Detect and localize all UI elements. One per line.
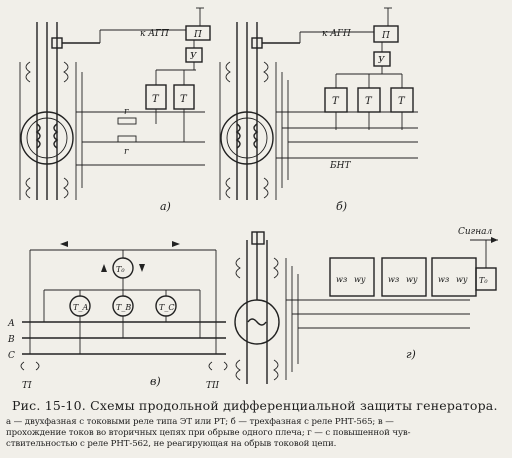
label-k-agp-b: к АГП	[322, 29, 351, 39]
relay-p-b: П	[381, 31, 390, 41]
relay-tc: Т_С	[159, 303, 174, 312]
resistor-label-2: r	[124, 147, 129, 157]
panel-label-b: б)	[336, 200, 347, 213]
phase-label-b: В	[7, 335, 15, 345]
relay-ta: Т_А	[73, 303, 88, 312]
relay-t-b2: Т	[365, 96, 373, 107]
relay-t-a2: Т	[180, 94, 188, 105]
relay-t-a1: Т	[152, 94, 160, 105]
relay-t-b1: Т	[332, 96, 340, 107]
label-signal: Сигнал	[458, 227, 493, 237]
caption-line-3: ствительностью с реле РНТ-562, не реагир…	[6, 439, 337, 449]
winding-wz-3: wз	[438, 275, 449, 284]
protection-schematics: r r Т Т У П к АГП а)	[7, 7, 498, 391]
resistor-label-1: r	[124, 107, 129, 117]
panel-label-v: в)	[150, 375, 161, 388]
relay-tb: Т_В	[116, 303, 131, 312]
relay-t-b3: Т	[398, 96, 406, 107]
figure-caption: Рис. 15-10. Схемы продольной дифференциа…	[6, 398, 506, 450]
winding-wy-3: wу	[456, 275, 468, 284]
label-k-agp-a: к АГП	[140, 29, 169, 39]
phase-label-c: С	[8, 351, 15, 361]
relay-t0-g: Т₀	[479, 276, 488, 285]
caption-line-2: прохождение токов во вторичных цепях при…	[6, 428, 411, 438]
panel-label-a: а)	[160, 200, 171, 213]
label-bnt: БНТ	[329, 161, 351, 171]
winding-wy-2: wу	[406, 275, 418, 284]
winding-wz-2: wз	[388, 275, 399, 284]
panel-v-schematic: А В С Т₀ Т_А Т_В Т_С ТI ТII в)	[7, 241, 228, 391]
panel-label-g: г)	[406, 348, 416, 361]
caption-line-1: а — двухфазная с токовыми реле типа ЭТ и…	[6, 417, 394, 427]
relay-p-a: П	[193, 30, 202, 40]
panel-b-schematic: Т Т Т БНТ У П к АГП б)	[219, 7, 418, 213]
panel-g-schematic: wз wу wз wу wз wу Т₀ Сигнал г)	[234, 227, 498, 384]
amp-u-a: У	[190, 52, 198, 62]
ct-label-tii: ТII	[206, 381, 220, 391]
phase-label-a: А	[7, 319, 15, 329]
caption-title: Рис. 15-10. Схемы продольной дифференциа…	[12, 398, 498, 413]
relay-t0-v: Т₀	[116, 265, 125, 274]
winding-wy-1: wу	[354, 275, 366, 284]
panel-a-schematic: r r Т Т У П к АГП а)	[19, 7, 211, 213]
ct-label-ti: ТI	[22, 381, 32, 391]
amp-u-b: У	[378, 56, 386, 66]
winding-wz-1: wз	[336, 275, 347, 284]
